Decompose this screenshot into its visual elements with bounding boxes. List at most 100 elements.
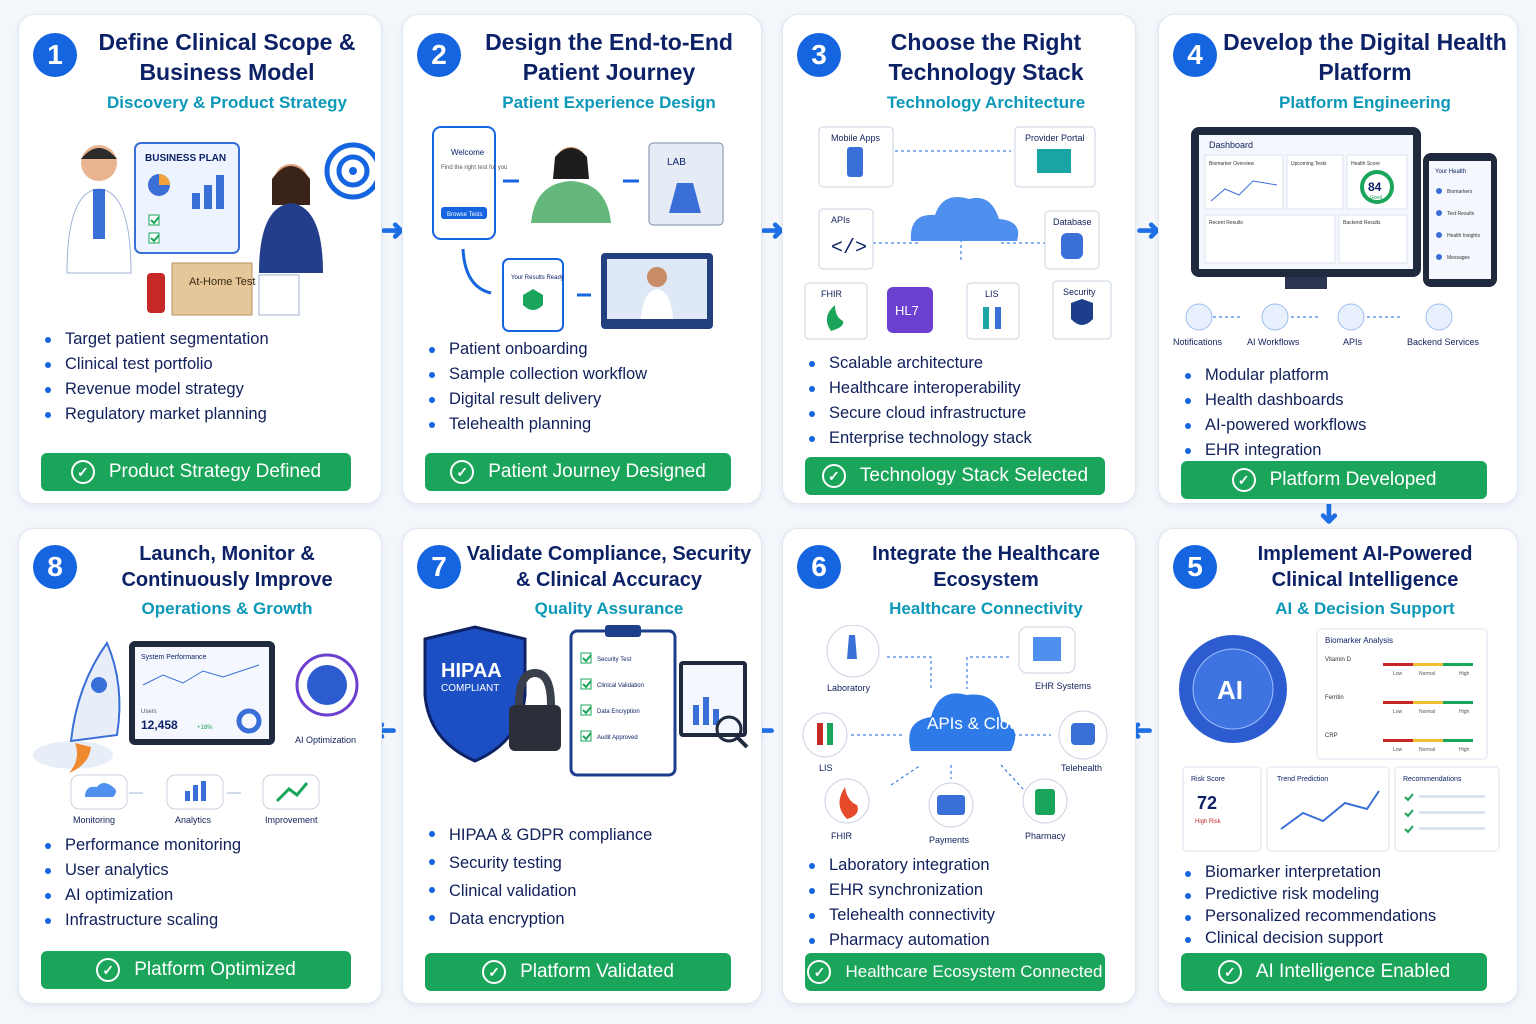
check-icon: ✓ [821, 464, 846, 488]
illustration-label: Biomarker Overview [1209, 161, 1254, 167]
bullet-item: Performance monitoring [43, 833, 371, 858]
flow-arrow-3-4: ➜ [1136, 214, 1162, 247]
illustration-label: Good [1370, 195, 1382, 201]
illustration-label: Dashboard [1209, 140, 1253, 150]
illustration-label: AI [1217, 675, 1243, 705]
illustration-label: Low [1393, 671, 1403, 677]
illustration-label: Upcoming Tests [1291, 161, 1327, 167]
patient-journey-illustration: Welcome Find the right test for you Brow… [411, 123, 753, 333]
check-icon: ✓ [1217, 960, 1242, 984]
illustration-label: High [1459, 709, 1470, 715]
illustration-label: Backend Results [1343, 220, 1381, 226]
bullet-item: Personalized recommendations [1183, 905, 1507, 927]
check-icon: ✓ [70, 460, 95, 484]
bullet-item: Laboratory integration [807, 853, 1125, 878]
step-card-2: 2 Design the End-to-End Patient Journey … [402, 14, 762, 504]
illustration-label: </> [831, 237, 867, 260]
bullet-list: Biomarker interpretation Predictive risk… [1183, 861, 1507, 949]
step-subtitle: Patient Experience Design [502, 93, 716, 112]
illustration-label: Biomarkers [1447, 189, 1473, 195]
bullet-item: User analytics [43, 858, 371, 883]
step-title: Launch, Monitor & Continuously Improve [121, 543, 333, 591]
check-icon: ✓ [807, 960, 832, 984]
strategy-illustration: BUSINESS PLAN At-Home Test Kit [27, 123, 382, 333]
step-title: Develop the Digital Health Platform [1223, 29, 1507, 85]
illustration-label: Low [1393, 709, 1403, 715]
illustration-label: Users [141, 709, 157, 715]
illustration-label: Find the right test for you [441, 165, 507, 171]
badge-label: Platform Optimized [134, 959, 296, 980]
step-subtitle: Quality Assurance [534, 599, 684, 618]
illustration-label: System Performance [141, 654, 206, 661]
step-title: Design the End-to-End Patient Journey [485, 29, 733, 85]
illustration-label: High [1459, 747, 1470, 753]
bullet-item: Clinical decision support [1183, 927, 1507, 949]
bullet-list: Performance monitoring User analytics AI… [43, 833, 371, 933]
bullet-list: Modular platform Health dashboards AI-po… [1183, 363, 1507, 463]
step-title: Choose the Right Technology Stack [888, 29, 1084, 85]
bullet-list: HIPAA & GDPR compliance Security testing… [427, 821, 751, 933]
bullet-item: Modular platform [1183, 363, 1507, 388]
illustration-label: +18% [197, 725, 213, 731]
step-number: 7 [417, 545, 461, 589]
bullet-item: AI-powered workflows [1183, 413, 1507, 438]
status-badge: ✓Technology Stack Selected [805, 457, 1105, 495]
illustration-label: Recommendations [1403, 776, 1462, 783]
status-badge: ✓Healthcare Ecosystem Connected [805, 953, 1105, 991]
bullet-item: Clinical validation [427, 877, 751, 905]
bullet-item: Pharmacy automation [807, 928, 1125, 953]
status-badge: ✓Product Strategy Defined [41, 453, 351, 491]
bullet-item: Revenue model strategy [43, 377, 371, 402]
bullet-item: Infrastructure scaling [43, 908, 371, 933]
bullet-item: Sample collection workflow [427, 362, 751, 387]
bullet-item: Enterprise technology stack [807, 426, 1125, 451]
illustration-label: Audit Approved [597, 735, 638, 741]
bullet-item: Healthcare interoperability [807, 376, 1125, 401]
illustration-label: Normal [1419, 747, 1435, 753]
illustration-label: FHIR [821, 289, 842, 299]
illustration-label: AI Optimization [295, 735, 356, 745]
ai-intelligence-illustration: AI Biomarker Analysis Vitamin D Ferritin… [1167, 625, 1509, 852]
check-icon: ✓ [1231, 468, 1256, 492]
bullet-item: Health dashboards [1183, 388, 1507, 413]
step-number: 4 [1173, 33, 1217, 77]
bullet-item: Target patient segmentation [43, 327, 371, 352]
badge-label: Platform Validated [520, 961, 674, 982]
bullet-item: Telehealth connectivity [807, 903, 1125, 928]
platform-illustration: Dashboard Biomarker Overview Upcoming Te… [1167, 123, 1509, 347]
bullet-item: Predictive risk modeling [1183, 883, 1507, 905]
step-card-8: 8 Launch, Monitor & Continuously Improve… [18, 528, 382, 1004]
bullet-item: EHR synchronization [807, 878, 1125, 903]
ecosystem-illustration: Laboratory EHR Systems APIs & Cloud LIS … [791, 624, 1127, 845]
step-number: 6 [797, 545, 841, 589]
illustration-label: HL7 [895, 303, 919, 318]
step-title: Define Clinical Scope & Business Model [98, 29, 356, 85]
status-badge: ✓Platform Validated [425, 953, 731, 991]
bullet-item: EHR integration [1183, 438, 1507, 463]
check-icon: ✓ [450, 460, 475, 484]
bullet-item: Data encryption [427, 905, 751, 933]
illustration-label: HIPAA [441, 660, 502, 682]
bullet-list: Laboratory integration EHR synchronizati… [807, 853, 1125, 953]
illustration-label: CRP [1325, 733, 1338, 739]
step-card-4: 4 Develop the Digital Health Platform Pl… [1158, 14, 1518, 504]
step-subtitle: Technology Architecture [886, 93, 1086, 112]
illustration-label: Vitamin D [1325, 657, 1352, 663]
step-number: 5 [1173, 545, 1217, 589]
check-icon: ✓ [96, 958, 121, 982]
illustration-label: Provider Portal [1025, 133, 1085, 143]
step-number: 2 [417, 33, 461, 77]
tech-stack-illustration: Mobile Apps Provider Portal APIs</> Data… [791, 123, 1127, 340]
illustration-label: APIs [831, 215, 851, 225]
business-plan-label: BUSINESS PLAN [145, 153, 226, 164]
bullet-item: Patient onboarding [427, 337, 751, 362]
step-card-5: 5 Implement AI-Powered Clinical Intellig… [1158, 528, 1518, 1004]
illustration-label: Test Results [1447, 211, 1475, 217]
status-badge: ✓Patient Journey Designed [425, 453, 731, 491]
illustration-label: Browse Tests [447, 212, 483, 218]
illustration-label: Risk Score [1191, 776, 1225, 783]
illustration-label: Clinical Validation [597, 683, 644, 689]
illustration-label: Backend Services [1407, 337, 1480, 347]
illustration-label: APIs & Cloud [927, 714, 1028, 733]
illustration-label: Payments [929, 835, 970, 845]
